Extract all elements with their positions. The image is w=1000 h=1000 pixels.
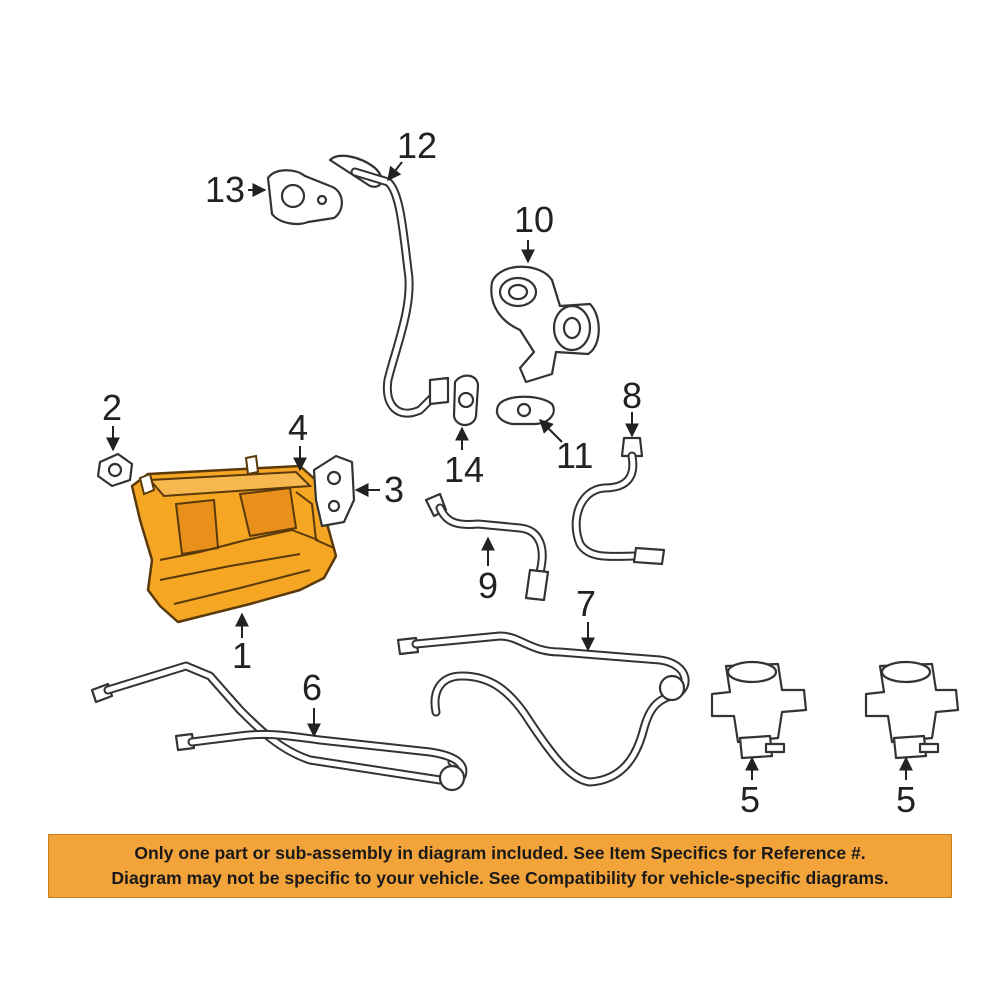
callout-3: 3 xyxy=(384,469,404,510)
callout-14: 14 xyxy=(444,449,484,490)
callout-13: 13 xyxy=(205,169,245,210)
disclaimer-line-1: Only one part or sub-assembly in diagram… xyxy=(134,843,866,863)
callout-12: 12 xyxy=(397,125,437,166)
part-7-vacuum-line xyxy=(396,631,690,787)
part-10-egr-valve xyxy=(490,265,600,384)
callout-5a: 5 xyxy=(740,779,760,820)
part-12-egr-tube xyxy=(328,154,450,418)
part-1-vapor-canister xyxy=(130,454,338,624)
part-3-bracket xyxy=(312,454,356,528)
callout-2: 2 xyxy=(102,387,122,428)
disclaimer-banner: Only one part or sub-assembly in diagram… xyxy=(48,834,952,898)
part-6-vacuum-line xyxy=(90,661,468,792)
part-11-gasket xyxy=(495,395,555,426)
callout-9: 9 xyxy=(478,565,498,606)
part-5-solenoid-b xyxy=(864,660,960,760)
disclaimer-line-2: Diagram may not be specific to your vehi… xyxy=(111,868,889,888)
callout-6: 6 xyxy=(302,667,322,708)
callout-8: 8 xyxy=(622,375,642,416)
callout-1: 1 xyxy=(232,635,252,676)
part-8-sensor xyxy=(571,436,666,566)
callout-11: 11 xyxy=(556,435,593,476)
part-5-solenoid-a xyxy=(710,660,808,760)
part-13-gasket xyxy=(266,169,343,225)
leader-12 xyxy=(387,161,403,182)
part-9-sensor xyxy=(424,492,550,602)
callout-7: 7 xyxy=(576,583,596,624)
part-14-gasket xyxy=(452,374,480,427)
callout-4: 4 xyxy=(288,407,308,448)
callout-10: 10 xyxy=(514,199,554,240)
callout-5b: 5 xyxy=(896,779,916,820)
leader-11 xyxy=(539,419,563,443)
part-2-nut xyxy=(96,452,134,488)
